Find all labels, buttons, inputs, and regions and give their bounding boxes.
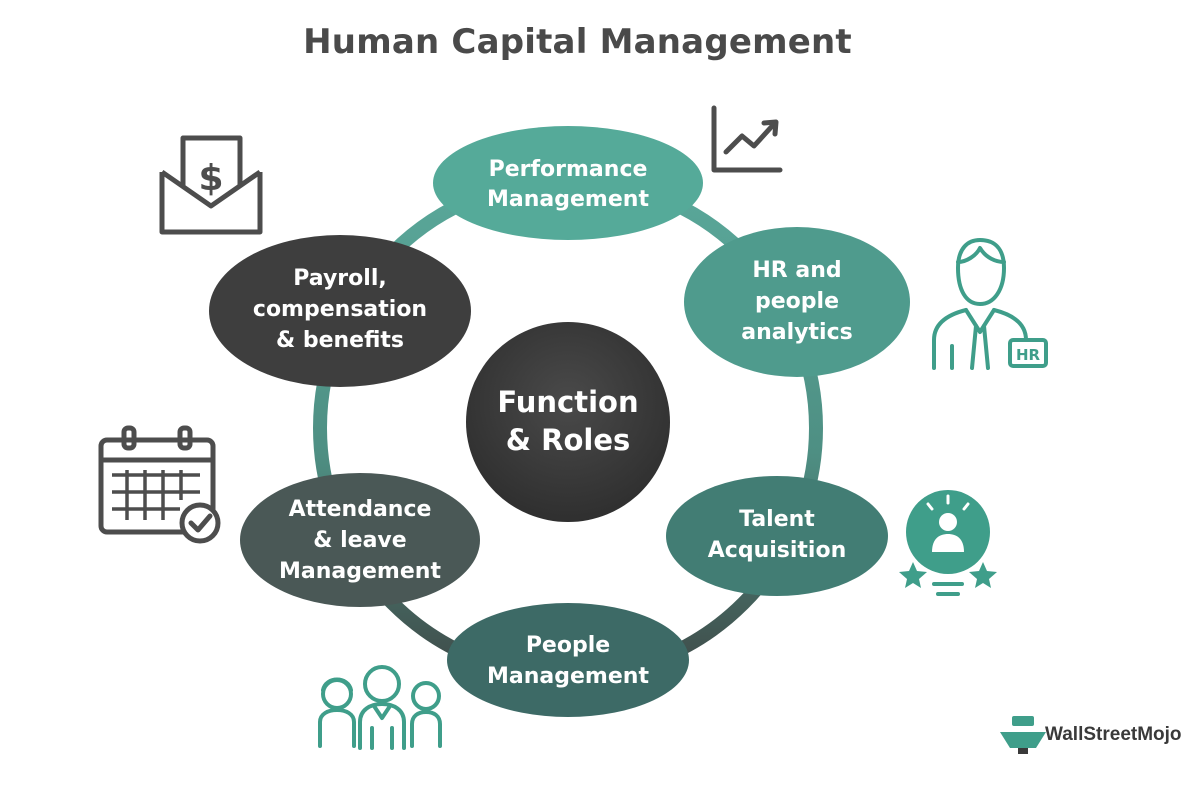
node-label: HR and [752, 258, 841, 283]
node-hr-people-analytics: HR and people analytics [684, 227, 910, 377]
growth-chart-icon [711, 105, 783, 173]
center-line-1: Function [497, 385, 638, 419]
node-label: Management [487, 664, 649, 689]
node-label: Management [487, 187, 649, 212]
node-attendance-leave: Attendance & leave Management [240, 473, 480, 607]
hr-person-icon: HR [932, 238, 1048, 370]
dollar-sign: $ [198, 158, 223, 199]
node-label: & leave [313, 528, 406, 553]
node-talent-acquisition: Talent Acquisition [666, 476, 888, 596]
node-payroll: Payroll, compensation & benefits [209, 235, 471, 387]
node-label: Talent [739, 507, 815, 532]
calendar-check-icon [98, 425, 221, 544]
node-label: People [526, 633, 610, 658]
node-label: Management [279, 559, 441, 584]
watermark: WallStreetMojo [1045, 724, 1182, 745]
center-line-2: & Roles [506, 423, 631, 457]
idea-bulb-person-icon [899, 490, 997, 596]
center-node: Function & Roles [466, 322, 670, 522]
salary-envelope-icon: $ [159, 135, 263, 235]
team-icon [318, 665, 442, 750]
page-title: Human Capital Management [303, 22, 852, 62]
node-label: compensation [253, 297, 427, 322]
node-label: Performance [489, 157, 648, 182]
node-performance-management: Performance Management [433, 126, 703, 240]
hr-badge-text: HR [1016, 346, 1041, 364]
node-label: analytics [741, 320, 852, 345]
node-label: Attendance [289, 497, 432, 522]
node-people-management: People Management [447, 603, 689, 717]
node-label: Payroll, [293, 266, 386, 291]
node-label: & benefits [276, 328, 404, 353]
watermark-logo-icon [1000, 716, 1046, 754]
node-label: people [755, 289, 839, 314]
node-label: Acquisition [708, 538, 847, 563]
